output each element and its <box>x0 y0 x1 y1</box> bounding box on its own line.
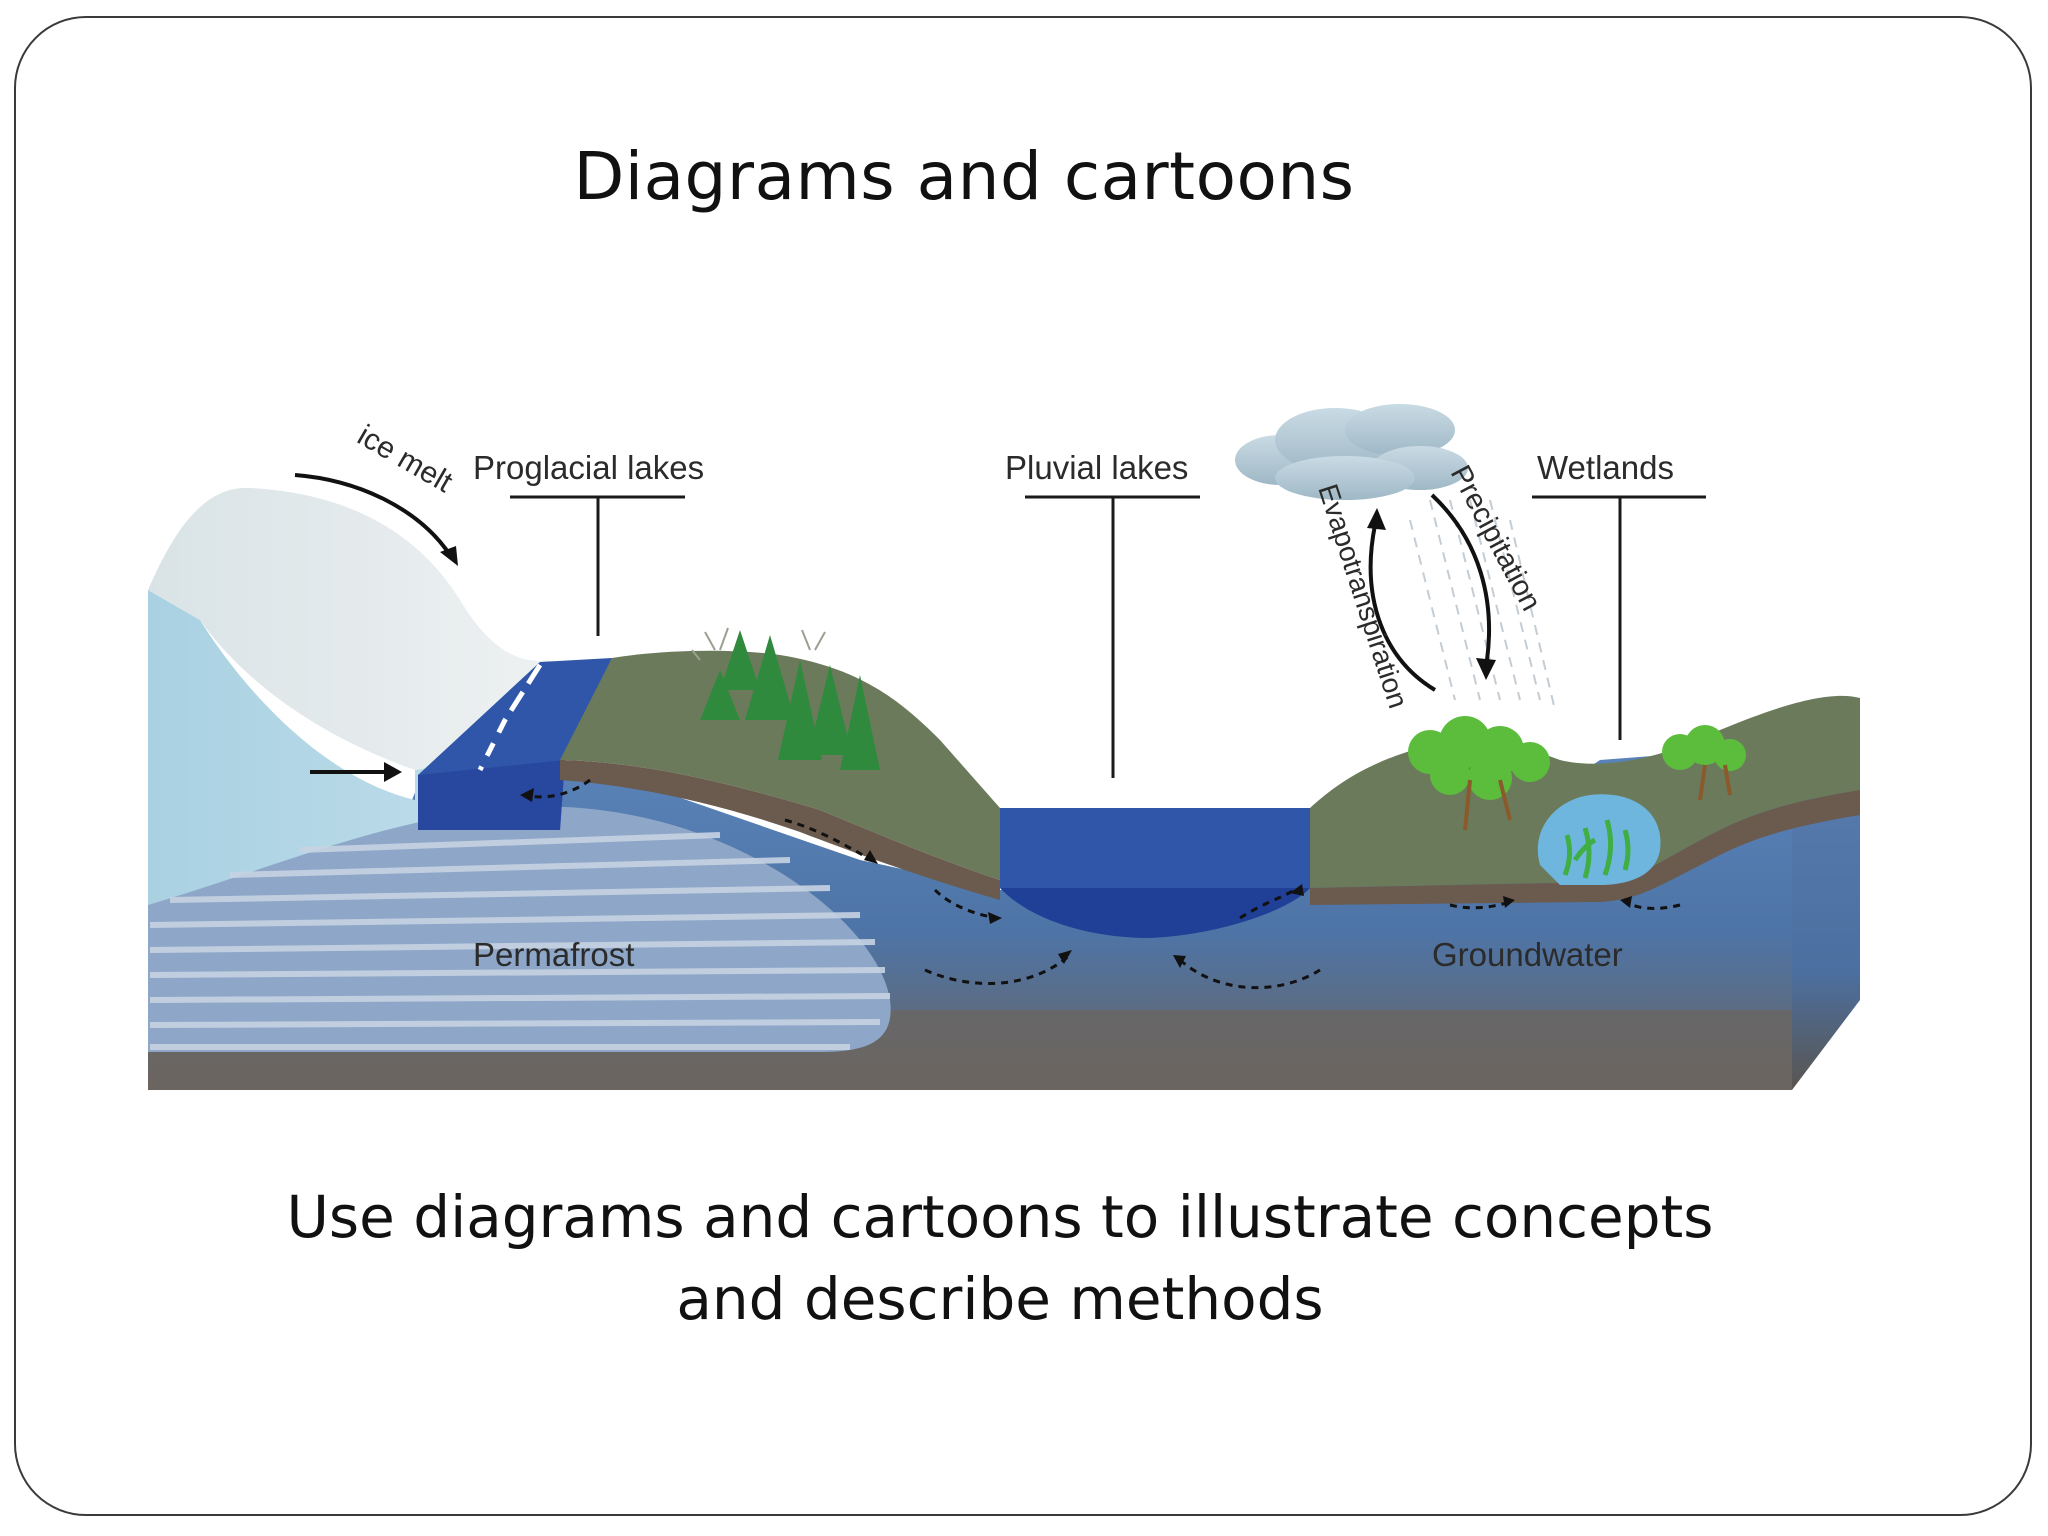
slide-caption: Use diagrams and cartoons to illustrate … <box>0 1176 2000 1340</box>
precipitation-arrow <box>1430 493 1496 680</box>
evapotranspiration-arrow <box>1367 508 1437 692</box>
label-leader-lines <box>510 495 1706 778</box>
wetland-shrubs <box>1408 716 1746 831</box>
rain-cloud <box>1235 404 1468 500</box>
wetland-pond <box>1537 794 1661 885</box>
left-hill-soil <box>560 760 1000 900</box>
groundwater-flow-arrowheads <box>520 788 1632 968</box>
proglacial-lake <box>418 658 612 830</box>
right-hill-soil <box>1310 790 1860 905</box>
evapotranspiration-label: Evapotranspiration <box>1312 480 1414 712</box>
inflow-arrow <box>310 762 402 782</box>
pluvial-lake <box>1000 808 1310 938</box>
pluvial-lakes-label: Pluvial lakes <box>1005 449 1188 486</box>
caption-line-2: and describe methods <box>676 1265 1324 1333</box>
permafrost-lens <box>148 806 891 1052</box>
wetlands-label: Wetlands <box>1537 449 1674 486</box>
glacier-ice <box>148 590 470 905</box>
caption-line-1: Use diagrams and cartoons to illustrate … <box>286 1183 1714 1251</box>
slide-title: Diagrams and cartoons <box>573 138 1355 215</box>
permafrost-label: Permafrost <box>473 936 634 973</box>
left-hill <box>560 650 1000 880</box>
conifer-trees <box>691 627 880 770</box>
proglacial-lakes-label: Proglacial lakes <box>473 449 704 486</box>
ice-melt-arrow <box>294 473 458 566</box>
glacier-surface <box>148 487 550 770</box>
groundwater-label: Groundwater <box>1432 936 1623 973</box>
ice-melt-label: ice melt <box>352 419 459 500</box>
